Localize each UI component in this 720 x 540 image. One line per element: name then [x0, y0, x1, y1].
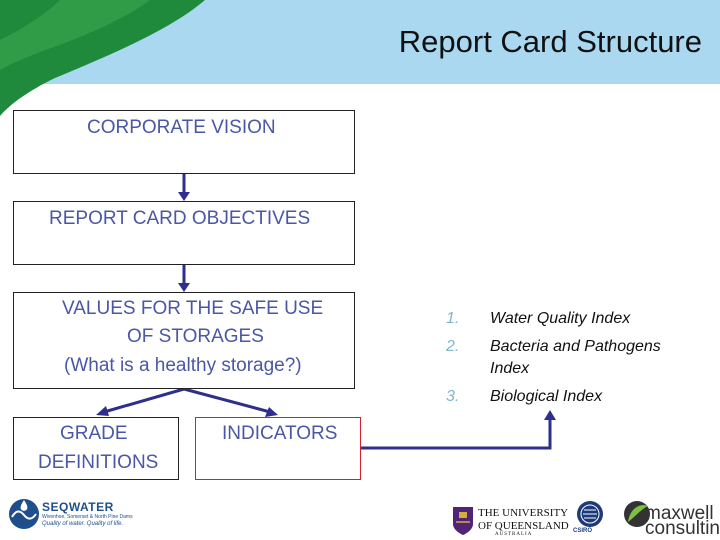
- seqwater-logo-icon: [9, 499, 39, 529]
- maxwell-logo-line2: consulting: [645, 518, 720, 539]
- slide-title: Report Card Structure: [398, 24, 702, 59]
- arrow-values-to-indicators: [183, 387, 271, 414]
- maxwell-logo-icon: [624, 501, 650, 527]
- seqwater-logo-tagline: Quality of water. Quality of life.: [42, 521, 124, 527]
- box-values: VALUES FOR THE SAFE USE OF STORAGES (Wha…: [13, 292, 355, 389]
- arrow-values-to-grade: [103, 387, 185, 414]
- uq-logo-line2: OF QUEENSLAND: [478, 520, 569, 532]
- seqwater-logo-subtitle: Wivenhoe, Somerset & North Pine Dams: [42, 514, 133, 520]
- csiro-logo-icon: [577, 501, 603, 527]
- box-indicators-label: INDICATORS: [222, 423, 338, 444]
- list-item-number: 3.: [446, 388, 460, 405]
- box-report-card-objectives: REPORT CARD OBJECTIVES: [13, 201, 355, 265]
- box-corporate-vision: CORPORATE VISION: [13, 110, 355, 174]
- list-item-number: 1.: [446, 310, 460, 327]
- list-item: 3. Biological Index: [446, 386, 716, 408]
- uq-crest-icon: [453, 507, 473, 535]
- seqwater-logo-text: SEQWATER: [42, 500, 114, 514]
- list-item-text: Water Quality Index: [490, 310, 631, 327]
- box-grade-line1: GRADE: [60, 423, 128, 444]
- csiro-logo-text: CSIRO: [573, 528, 593, 534]
- list-item-number: 2.: [446, 338, 460, 355]
- arrow-indicators-to-list: [360, 418, 552, 450]
- box-grade-definitions: GRADE DEFINITIONS: [13, 417, 179, 480]
- uq-logo-line3: AUSTRALIA: [495, 532, 533, 537]
- box-indicators: INDICATORS: [195, 417, 361, 480]
- box-grade-line2: DEFINITIONS: [38, 452, 159, 473]
- header-green-highlight: [0, 0, 150, 70]
- box-values-line2: OF STORAGES: [127, 326, 264, 347]
- list-item-text-continued: Index: [490, 360, 530, 377]
- uq-logo-line1: THE UNIVERSITY: [478, 507, 569, 519]
- list-item: 2. Bacteria and Pathogens Index: [446, 336, 716, 380]
- flow-arrows: [96, 173, 556, 450]
- box-values-line3: (What is a healthy storage?): [64, 355, 302, 376]
- indices-list: 1. Water Quality Index 2. Bacteria and P…: [446, 308, 716, 414]
- maxwell-logo-line1: maxwell: [645, 503, 714, 524]
- list-item: 1. Water Quality Index: [446, 308, 716, 330]
- box-values-line1: VALUES FOR THE SAFE USE: [62, 298, 324, 319]
- list-item-text: Bacteria and Pathogens: [490, 338, 661, 355]
- box-objectives-label: REPORT CARD OBJECTIVES: [49, 208, 311, 229]
- list-item-text: Biological Index: [490, 388, 603, 405]
- box-corporate-vision-label: CORPORATE VISION: [87, 117, 276, 138]
